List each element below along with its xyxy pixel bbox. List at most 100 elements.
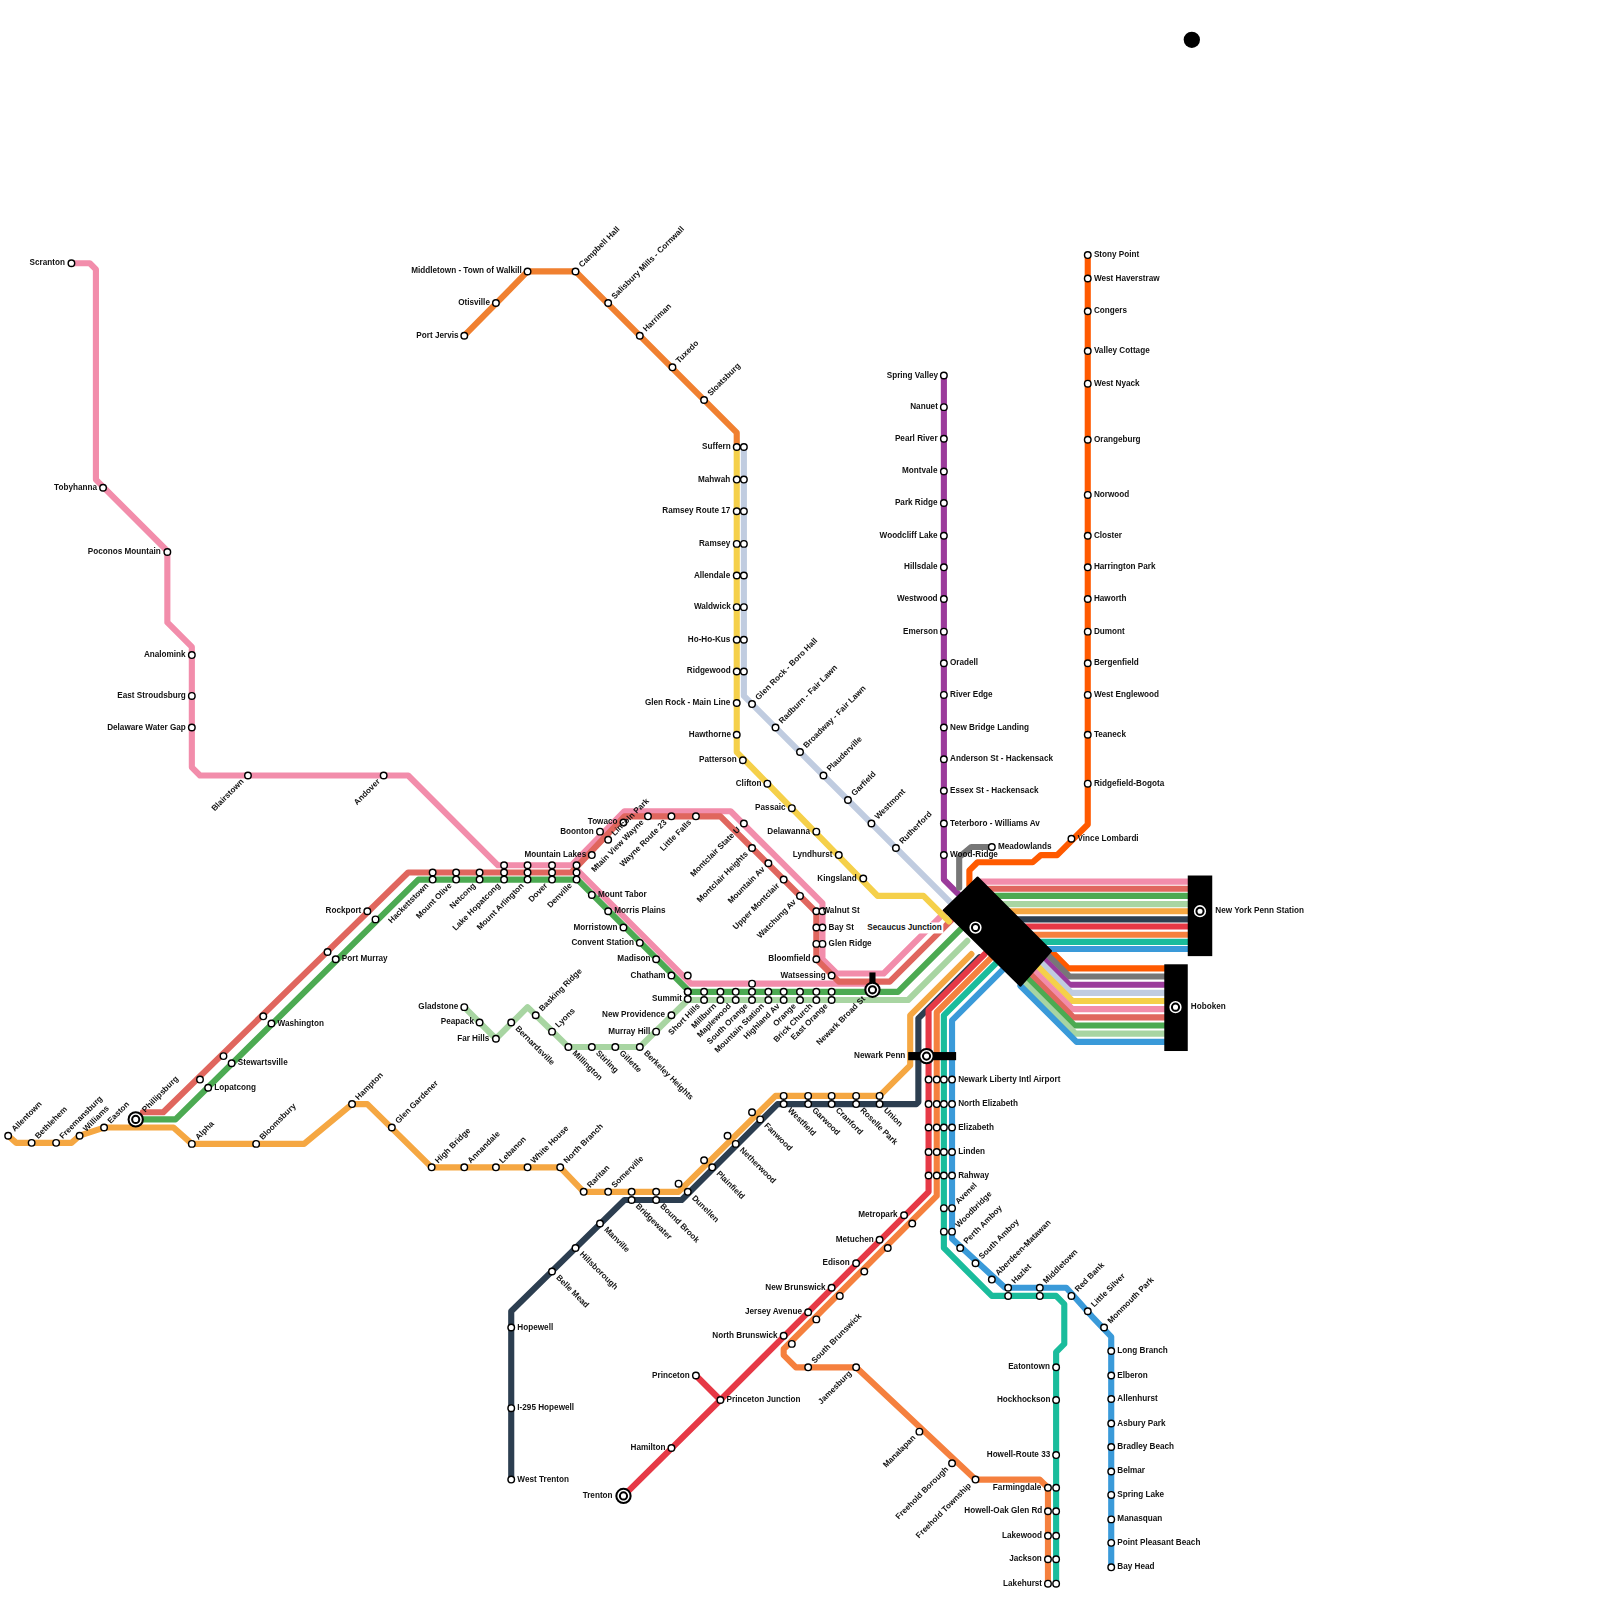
station-marker bbox=[597, 1220, 604, 1227]
station-marker bbox=[828, 997, 835, 1004]
station-marker bbox=[684, 996, 691, 1003]
station-label: Long Branch bbox=[1117, 1346, 1167, 1356]
station-marker bbox=[476, 869, 483, 876]
station-marker bbox=[129, 1112, 143, 1126]
station-marker bbox=[733, 444, 740, 451]
station-marker bbox=[597, 828, 604, 835]
station-marker bbox=[733, 637, 740, 644]
station-marker bbox=[508, 1405, 515, 1412]
station-label: Point Pleasant Beach bbox=[1117, 1538, 1200, 1548]
station-marker bbox=[941, 1172, 948, 1179]
station-label: Morristown bbox=[573, 922, 617, 932]
station-marker bbox=[68, 260, 75, 267]
station-label: Eatontown bbox=[1008, 1362, 1050, 1372]
station-marker bbox=[869, 986, 876, 993]
station-marker bbox=[828, 972, 835, 979]
station-label: I-295 Hopewell bbox=[517, 1403, 574, 1413]
station-marker bbox=[1084, 380, 1091, 387]
station-marker bbox=[461, 1004, 468, 1011]
station-marker bbox=[813, 1316, 820, 1323]
station-marker bbox=[253, 1141, 260, 1148]
station-marker bbox=[741, 444, 748, 451]
station-marker bbox=[573, 869, 580, 876]
station-marker bbox=[1053, 1397, 1060, 1404]
station-marker bbox=[668, 972, 675, 979]
station-marker bbox=[349, 1101, 356, 1108]
station-marker bbox=[549, 869, 556, 876]
station-marker bbox=[820, 772, 827, 779]
station-marker bbox=[668, 813, 675, 820]
station-marker bbox=[637, 1044, 644, 1051]
station-label: Middletown - Town of Walkill bbox=[411, 266, 522, 276]
station-marker bbox=[1168, 1000, 1182, 1014]
station-marker bbox=[524, 268, 531, 275]
station-marker bbox=[972, 1476, 979, 1483]
station-marker bbox=[453, 876, 460, 883]
station-marker bbox=[461, 1164, 468, 1171]
station-label: Woodcliff Lake bbox=[880, 531, 938, 541]
station-label: West Trenton bbox=[517, 1474, 569, 1484]
station-marker bbox=[589, 1044, 596, 1051]
station-marker bbox=[189, 1141, 196, 1148]
station-marker bbox=[701, 989, 708, 996]
station-marker bbox=[189, 693, 196, 700]
station-label: Spring Valley bbox=[887, 370, 938, 380]
station-marker bbox=[797, 749, 804, 756]
station-marker bbox=[901, 1212, 908, 1219]
station-marker bbox=[780, 1101, 787, 1108]
station-label: Stewartsville bbox=[238, 1058, 288, 1068]
station-marker bbox=[1045, 1556, 1052, 1563]
station-marker bbox=[668, 1445, 675, 1452]
station-label: Andover bbox=[352, 777, 383, 808]
station-marker bbox=[876, 1101, 883, 1108]
station-marker bbox=[925, 1149, 932, 1156]
station-marker bbox=[949, 1101, 956, 1108]
station-marker bbox=[741, 572, 748, 579]
station-marker bbox=[949, 1172, 956, 1179]
station-marker bbox=[865, 983, 879, 997]
station-marker bbox=[941, 1076, 948, 1083]
station-marker bbox=[1108, 1420, 1115, 1427]
station-marker bbox=[909, 1220, 916, 1227]
station-marker bbox=[933, 1124, 940, 1131]
station-marker bbox=[1053, 1364, 1060, 1371]
station-label: Gladstone bbox=[418, 1002, 458, 1012]
station-marker bbox=[853, 1260, 860, 1267]
station-label: Bloomsbury bbox=[258, 1101, 299, 1142]
station-label: Ridgewood bbox=[687, 666, 731, 676]
station-marker bbox=[372, 916, 379, 923]
station-marker bbox=[1053, 1484, 1060, 1491]
station-marker bbox=[612, 1044, 619, 1051]
station-marker bbox=[805, 1101, 812, 1108]
station-marker bbox=[733, 700, 740, 707]
station-marker bbox=[501, 869, 508, 876]
station-marker bbox=[780, 989, 787, 996]
station-marker bbox=[916, 1428, 923, 1435]
station-label: Sloatsburg bbox=[706, 361, 743, 398]
station-marker bbox=[1172, 1004, 1179, 1011]
station-marker bbox=[741, 541, 748, 548]
station-marker bbox=[549, 862, 556, 869]
station-marker bbox=[724, 1132, 731, 1139]
station-marker bbox=[780, 997, 787, 1004]
station-marker bbox=[749, 980, 756, 987]
station-marker bbox=[733, 731, 740, 738]
station-marker bbox=[428, 1164, 435, 1171]
station-label: Linden bbox=[958, 1147, 985, 1157]
station-marker bbox=[508, 1476, 515, 1483]
station-label: Patterson bbox=[699, 755, 737, 765]
station-marker bbox=[828, 989, 835, 996]
station-marker bbox=[245, 772, 252, 779]
station-marker bbox=[1068, 836, 1075, 843]
station-marker bbox=[941, 404, 948, 411]
station-label: Bergenfield bbox=[1094, 658, 1139, 668]
station-marker bbox=[189, 724, 196, 731]
station-marker bbox=[429, 869, 436, 876]
station-marker bbox=[28, 1140, 35, 1147]
station-label: Bradley Beach bbox=[1117, 1442, 1174, 1452]
station-marker bbox=[1108, 1492, 1115, 1499]
station-marker bbox=[1108, 1516, 1115, 1523]
